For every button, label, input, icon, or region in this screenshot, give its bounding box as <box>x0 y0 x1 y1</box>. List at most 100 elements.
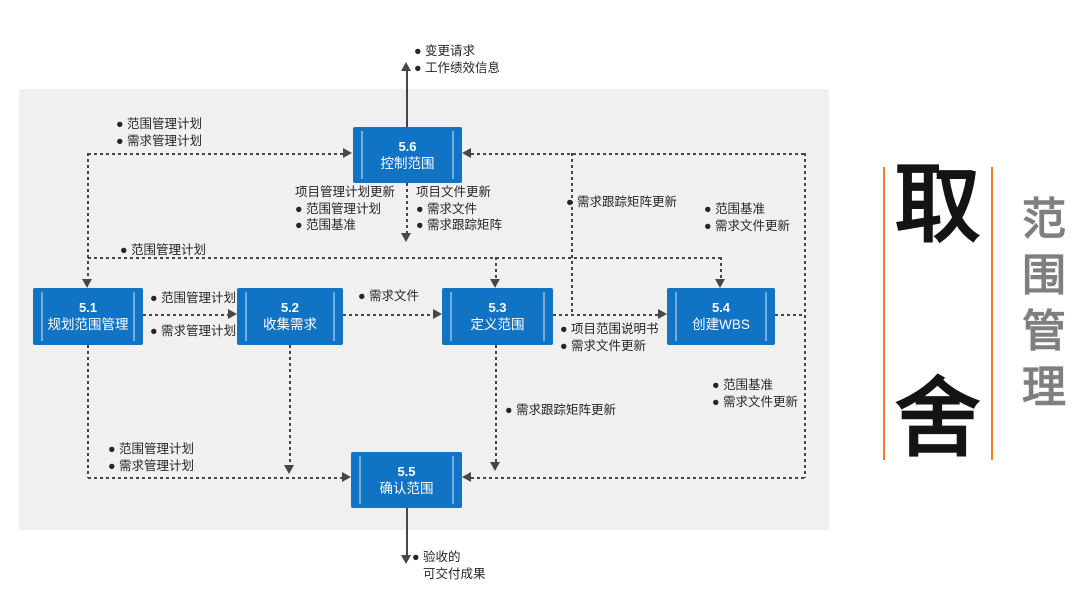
label-line: ● 范围基准 <box>712 378 774 392</box>
process-number: 5.2 <box>280 300 300 315</box>
process-number: 5.5 <box>397 463 416 479</box>
label-line: ● 需求管理计划 <box>150 324 237 338</box>
label-56-outputs-up: ● 变更请求 ● 工作绩效信息 <box>414 43 500 76</box>
process-name: 收集需求 <box>263 317 317 332</box>
arrow-into-51-top-icon <box>82 279 92 288</box>
label-line: ● 需求文件 <box>358 289 420 303</box>
title-char: 管 <box>1022 306 1066 356</box>
label-pm-plan-updates: 项目管理计划更新 ● 范围管理计划 ● 范围基准 <box>295 184 395 234</box>
flow-line-scope-plan-bus <box>88 257 721 259</box>
arrow-53-merge-icon <box>490 462 500 471</box>
arrow-55-output-down-icon <box>401 555 411 564</box>
process-number: 5.3 <box>488 300 507 315</box>
flow-line-bus-to-53 <box>495 257 497 279</box>
arrow-into-56-left-icon <box>343 148 352 158</box>
process-box-5-5: 5.5 确认范围 <box>351 452 462 508</box>
flow-line-left-vertical-upper <box>87 153 89 279</box>
label-rtm-update-to-56: ● 需求跟踪矩阵更新 <box>566 194 677 211</box>
process-box-5-1: 5.1 规划范围管理 <box>33 288 143 345</box>
flow-line-56-output-up <box>406 71 408 127</box>
label-line: ● 需求跟踪矩阵 <box>416 218 503 232</box>
arrow-56-output-up-icon <box>401 62 411 71</box>
label-line: 可交付成果 <box>423 566 486 581</box>
label-project-doc-updates: 项目文件更新 ● 需求文件 ● 需求跟踪矩阵 <box>416 184 502 234</box>
headline-char-top: 取 <box>894 157 981 253</box>
process-name: 规划范围管理 <box>47 317 129 332</box>
process-box-5-3: 5.3 定义范围 <box>442 288 553 345</box>
vertical-section-title: 范 围 管 理 <box>1018 196 1070 412</box>
tradeoff-headline: 取 舍 <box>886 162 989 462</box>
label-line: ● 需求文件更新 <box>560 338 647 353</box>
label-line: ● 工作绩效信息 <box>414 60 501 75</box>
arrow-into-54-top-icon <box>715 279 725 288</box>
title-char: 围 <box>1022 250 1066 300</box>
accent-line-left <box>883 167 885 460</box>
flow-line-51-to-52 <box>143 314 228 316</box>
accent-line-right <box>991 167 993 460</box>
label-line: ● 需求文件更新 <box>704 218 791 233</box>
label-line: ● 需求跟踪矩阵更新 <box>505 403 617 417</box>
label-line: ● 范围基准 <box>704 202 766 216</box>
flow-line-51-down <box>87 345 89 478</box>
label-line: ● 范围管理计划 <box>295 201 382 216</box>
process-name: 控制范围 <box>380 155 435 171</box>
label-line: ● 变更请求 <box>414 44 476 58</box>
label-55-output-down: ● 验收的 可交付成果 <box>412 549 486 582</box>
label-scope-plan-bus: ● 范围管理计划 <box>120 242 206 259</box>
label-53-to-55: ● 需求跟踪矩阵更新 <box>505 402 616 419</box>
label-line: ● 范围管理计划 <box>120 243 207 257</box>
label-line: ● 范围管理计划 <box>116 117 203 131</box>
arrow-into-55-left-icon <box>342 472 351 482</box>
flow-line-bus-to-54 <box>720 257 722 279</box>
label-line: ● 范围管理计划 <box>108 442 195 456</box>
arrow-into-54-icon <box>658 309 667 319</box>
label-51-to-56: ● 范围管理计划 ● 需求管理计划 <box>116 116 202 149</box>
label-line: 项目管理计划更新 <box>295 185 396 199</box>
label-line: ● 项目范围说明书 <box>560 322 659 336</box>
label-line: ● 范围基准 <box>295 218 357 232</box>
flow-line-53-down <box>495 345 497 462</box>
arrow-into-55-right-icon <box>462 472 471 482</box>
process-number: 5.1 <box>78 300 98 315</box>
process-box-5-6: 5.6 控制范围 <box>353 127 462 183</box>
process-name: 创建WBS <box>692 317 750 332</box>
process-name: 定义范围 <box>470 317 525 332</box>
label-line: ● 需求文件更新 <box>712 394 799 409</box>
label-line: ● 验收的 <box>412 550 461 564</box>
flow-line-52-to-53 <box>343 314 433 316</box>
flow-line-54-to-56-horizontal <box>471 153 804 155</box>
flow-line-53-to-54 <box>553 314 658 316</box>
process-number: 5.6 <box>398 138 417 154</box>
label-line: ● 需求文件 <box>416 201 478 216</box>
title-char: 范 <box>1022 195 1066 244</box>
flow-line-56-outputs-down <box>406 183 408 233</box>
flow-line-52-down <box>289 345 291 465</box>
label-line: ● 需求管理计划 <box>108 458 195 473</box>
process-box-5-2: 5.2 收集需求 <box>237 288 343 345</box>
arrow-into-52-icon <box>228 309 237 319</box>
flow-line-right-rail-vertical <box>804 153 806 478</box>
label-54-to-55: ● 范围基准 ● 需求文件更新 <box>712 377 798 410</box>
flow-line-right-to-55 <box>471 477 806 479</box>
arrow-into-53-icon <box>433 309 442 319</box>
headline-char-bottom: 舍 <box>894 371 981 467</box>
label-line: 项目文件更新 <box>416 185 492 199</box>
flow-line-54-to-right-rail <box>775 314 805 316</box>
process-number: 5.4 <box>711 300 731 315</box>
title-char: 理 <box>1022 362 1066 412</box>
arrow-52-merge-icon <box>284 465 294 474</box>
arrow-56-outputs-down-icon <box>401 233 411 242</box>
label-line: ● 需求管理计划 <box>116 133 203 148</box>
label-51-52-bottom: ● 需求管理计划 <box>150 323 236 340</box>
arrow-into-53-top-icon <box>490 279 500 288</box>
label-51-to-55: ● 范围管理计划 ● 需求管理计划 <box>108 441 194 474</box>
label-51-52-top: ● 范围管理计划 <box>150 290 236 307</box>
flow-line-left-to-55 <box>88 477 342 479</box>
label-53-to-54: ● 项目范围说明书 ● 需求文件更新 <box>560 321 659 354</box>
process-name: 确认范围 <box>379 480 434 496</box>
arrow-into-56-right-icon <box>462 148 471 158</box>
flow-line-51-to-56-horizontal <box>88 153 343 155</box>
label-54-to-56: ● 范围基准 ● 需求文件更新 <box>704 201 790 234</box>
flow-line-rtm-update-vertical <box>571 153 573 315</box>
